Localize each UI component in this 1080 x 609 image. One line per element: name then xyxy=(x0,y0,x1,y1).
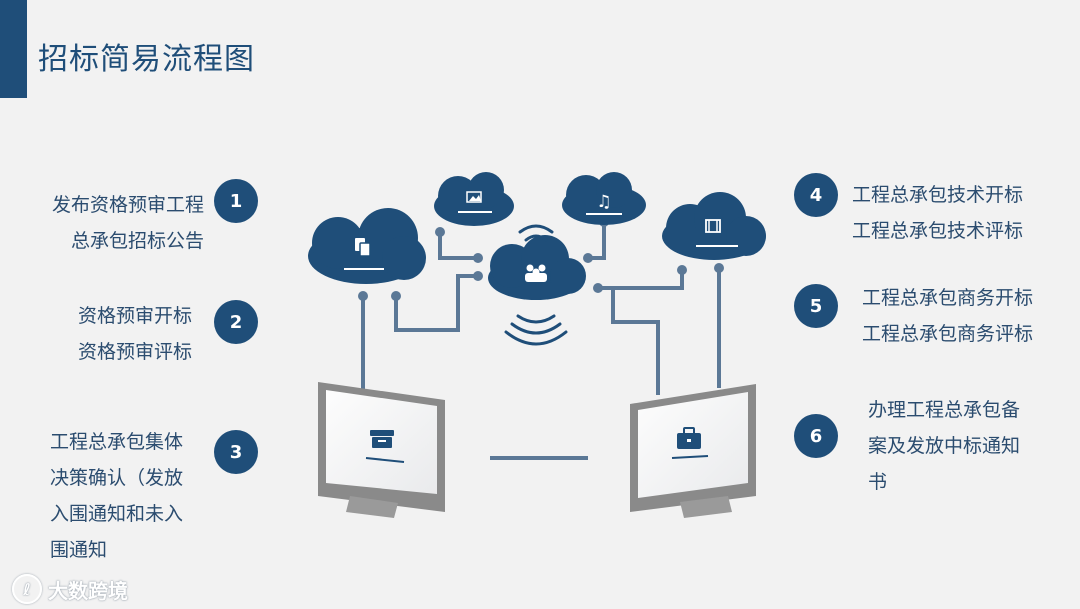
step-6-line-2: 案及发放中标通知 xyxy=(868,435,1021,457)
people-icon xyxy=(525,264,547,282)
documents-icon xyxy=(355,238,371,257)
step-1-text: 发布资格预审工程 总承包招标公告 xyxy=(40,187,204,259)
step-3-line-3: 入围通知和未入 xyxy=(50,503,184,525)
page-title: 招标简易流程图 xyxy=(38,42,255,77)
step-4-line-2: 工程总承包技术评标 xyxy=(852,220,1024,242)
cloud-documents xyxy=(308,208,426,284)
music-icon: ♫ xyxy=(596,192,611,212)
monitor-right xyxy=(630,384,756,518)
step-2-text: 资格预审开标 资格预审评标 xyxy=(40,298,192,370)
monitor-left xyxy=(318,382,445,518)
watermark: ℓ 大数跨境 xyxy=(12,574,128,604)
step-6-line-3: 书 xyxy=(868,471,888,493)
step-4-badge: 4 xyxy=(794,173,838,217)
step-4-text: 工程总承包技术开标 工程总承包技术评标 xyxy=(852,177,1023,249)
step-6-line-1: 办理工程总承包备 xyxy=(868,399,1021,421)
step-5-text: 工程总承包商务开标 工程总承包商务评标 xyxy=(862,280,1033,352)
step-3-line-4: 围通知 xyxy=(50,539,108,561)
film-icon xyxy=(705,219,721,233)
step-4-line-1: 工程总承包技术开标 xyxy=(852,184,1024,206)
watermark-logo: ℓ xyxy=(12,574,42,604)
watermark-text: 大数跨境 xyxy=(48,578,128,603)
step-3-text: 工程总承包集体 决策确认（发放 入围通知和未入 围通知 xyxy=(50,424,183,568)
cloud-film xyxy=(662,192,766,260)
archive-box-icon xyxy=(370,430,394,448)
step-5-line-1: 工程总承包商务开标 xyxy=(862,287,1034,309)
step-1-line-1: 发布资格预审工程 xyxy=(51,194,204,216)
step-2-badge: 2 xyxy=(214,300,258,344)
cloud-people xyxy=(488,235,586,300)
image-icon xyxy=(466,191,482,203)
step-5-badge: 5 xyxy=(794,284,838,328)
cloud-image xyxy=(434,172,514,226)
step-2-line-2: 资格预审评标 xyxy=(77,341,192,363)
step-6-text: 办理工程总承包备 案及发放中标通知 书 xyxy=(868,392,1020,500)
step-3-line-2: 决策确认（发放 xyxy=(50,467,184,489)
step-3-badge: 3 xyxy=(214,430,258,474)
step-5-line-2: 工程总承包商务评标 xyxy=(862,323,1034,345)
step-2-line-1: 资格预审开标 xyxy=(77,305,192,327)
step-6-badge: 6 xyxy=(794,414,838,458)
step-1-line-2: 总承包招标公告 xyxy=(70,230,204,252)
wifi-icon xyxy=(504,224,568,346)
step-3-line-1: 工程总承包集体 xyxy=(50,431,184,453)
step-1-badge: 1 xyxy=(214,179,258,223)
briefcase-icon xyxy=(677,427,701,449)
cloud-music: ♫ xyxy=(562,172,646,225)
title-accent-bar xyxy=(0,0,27,98)
connector-lines xyxy=(361,222,721,460)
